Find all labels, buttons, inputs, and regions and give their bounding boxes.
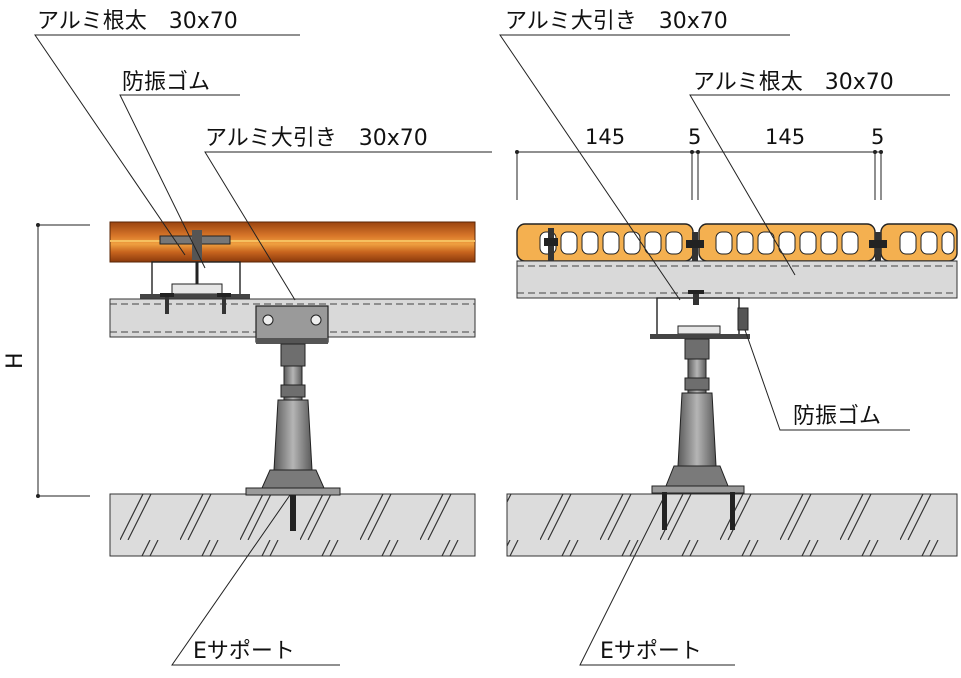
rubber-label-right: 防振ゴム — [793, 404, 881, 429]
beam-label-right: アルミ大引き 30x70 — [505, 9, 728, 34]
aluminum-joist-right — [516, 260, 958, 299]
leader-lines-right — [499, 34, 950, 666]
aluminum-beam-right — [650, 290, 750, 339]
support-label-right: Eサポート — [600, 639, 702, 664]
left-section: H — [3, 9, 492, 666]
height-dimension: H — [3, 223, 90, 498]
deck-board-left — [109, 221, 476, 263]
e-support-left — [245, 343, 341, 531]
rubber-label-left: 防振ゴム — [122, 70, 210, 95]
support-label-left: Eサポート — [193, 639, 295, 664]
hollow-deck-boards — [516, 223, 958, 262]
leader-lines-left — [34, 34, 492, 666]
deck-clip-left — [159, 230, 231, 260]
height-label: H — [3, 352, 28, 369]
support-bracket-left — [255, 305, 329, 344]
e-support-right — [651, 338, 745, 530]
dimension-line-right: 145 5 145 5 — [515, 125, 884, 200]
dimension-label: 5 — [688, 125, 701, 149]
rubber-pad-right — [737, 307, 749, 331]
aluminum-joist-left — [140, 261, 250, 299]
beam-label-left: アルミ大引き 30x70 — [205, 126, 428, 151]
screw-icon — [160, 293, 231, 314]
dimension-label: 145 — [585, 125, 625, 149]
right-section: 145 5 145 5 — [499, 9, 958, 666]
dimension-label: 5 — [871, 125, 884, 149]
joist-label-left: アルミ根太 30x70 — [37, 9, 238, 34]
dimension-label: 145 — [765, 125, 805, 149]
joist-label-right: アルミ根太 30x70 — [693, 70, 894, 95]
screw-icon — [544, 228, 887, 272]
